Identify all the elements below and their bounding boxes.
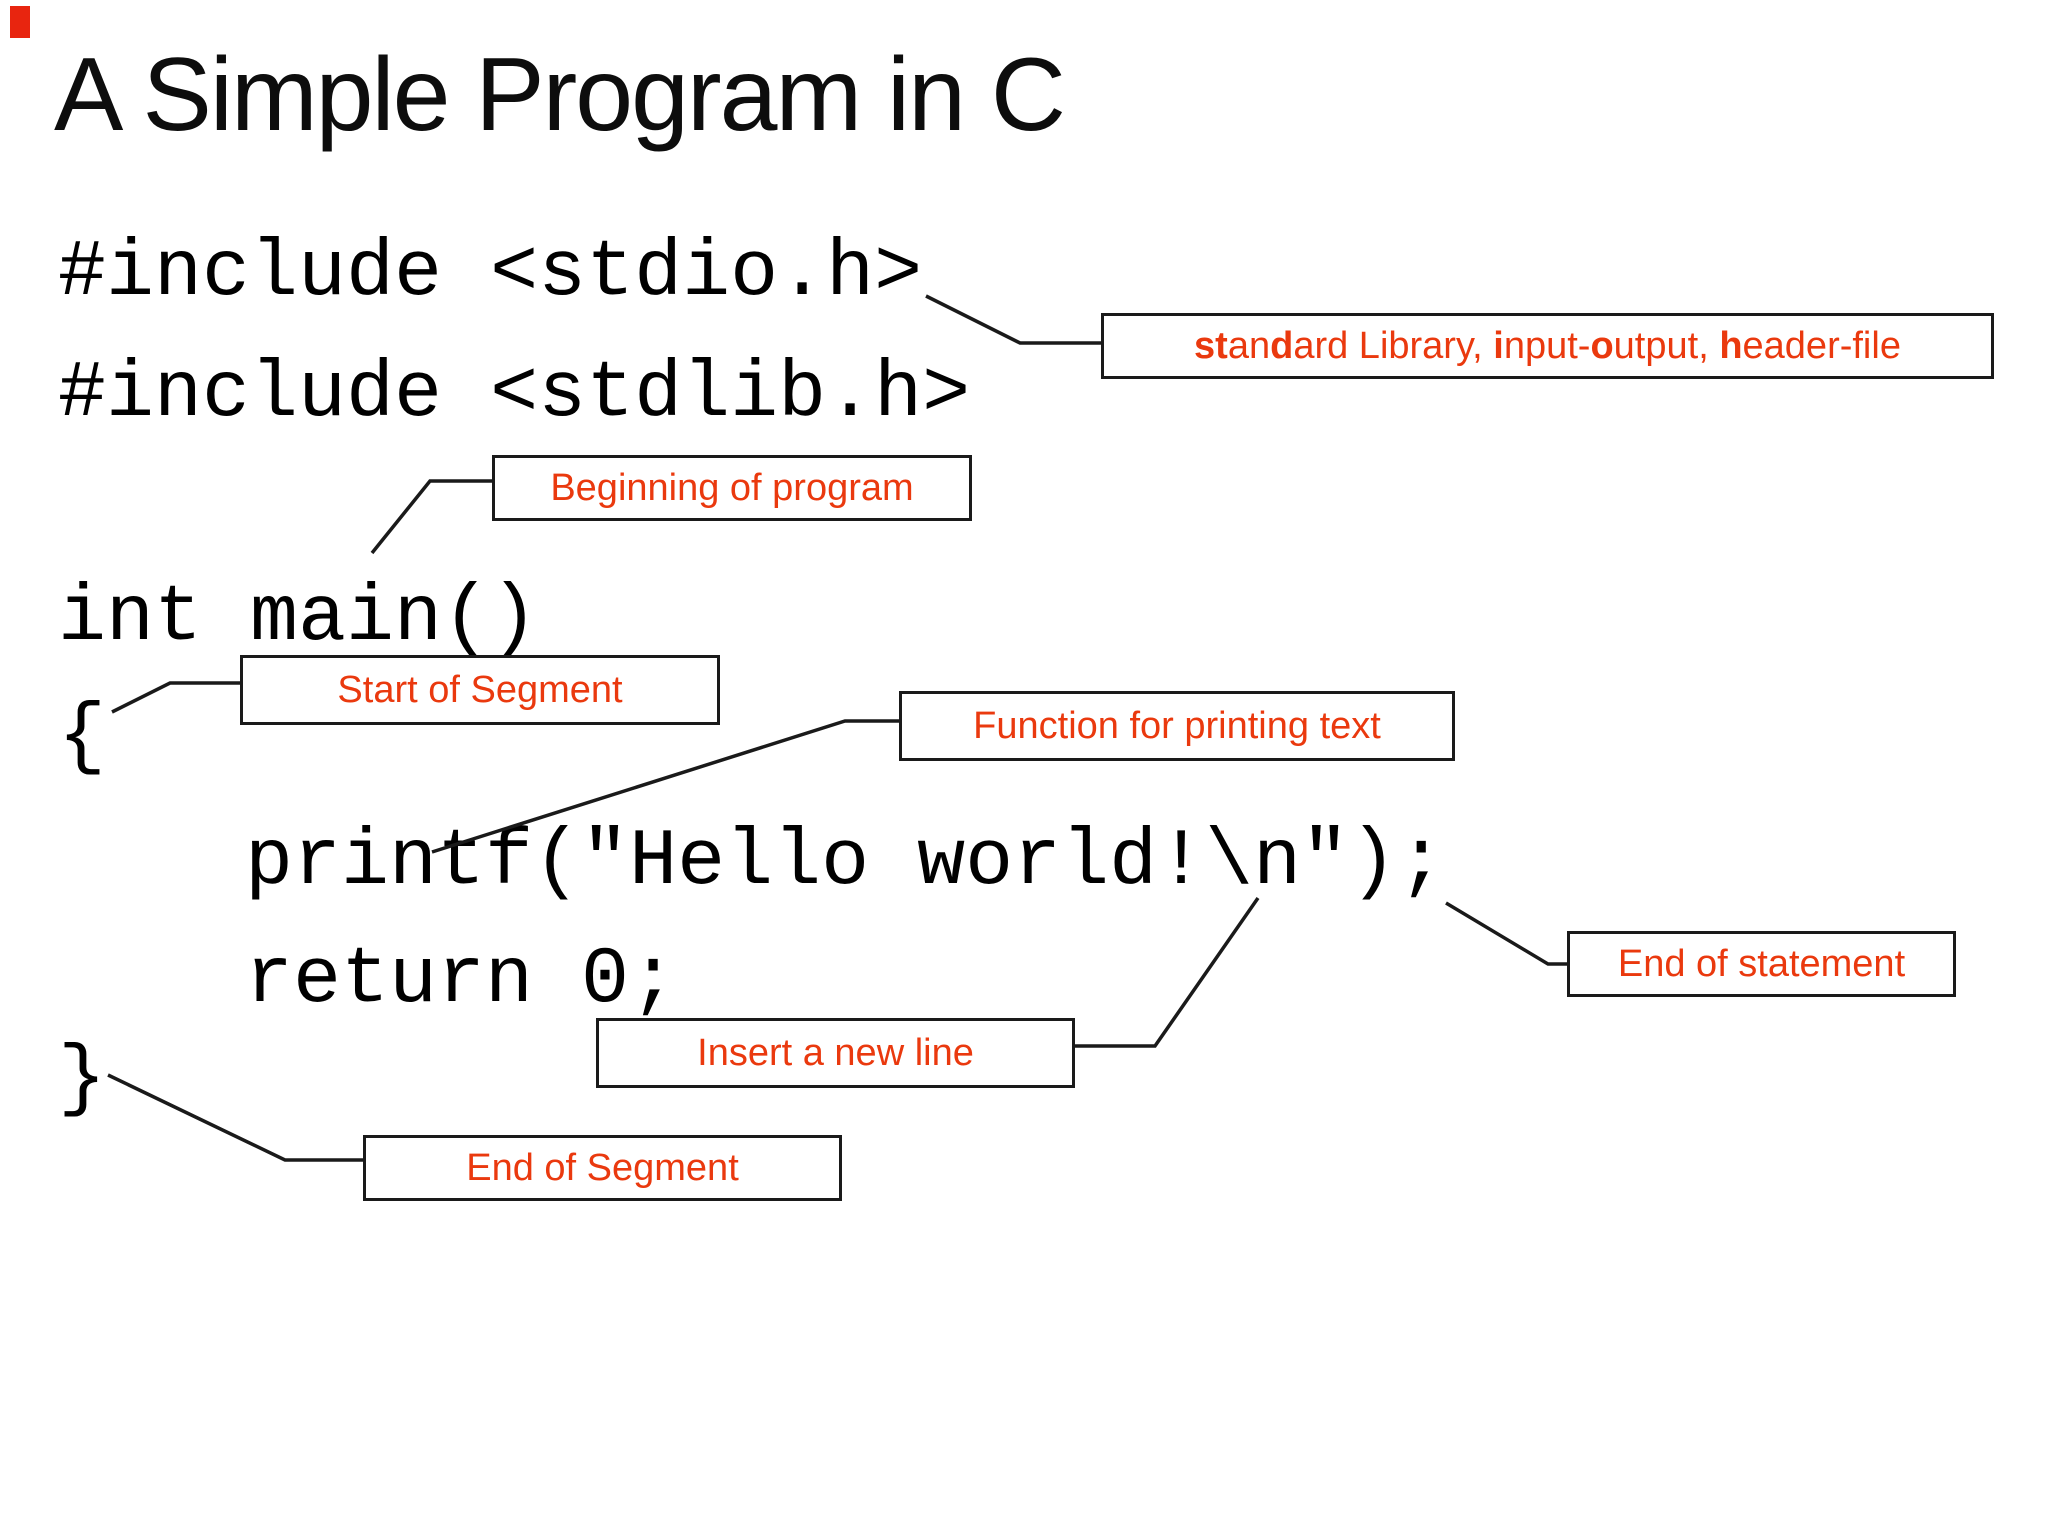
callout-beginning-of-program: Beginning of program — [492, 455, 972, 521]
code-line-return: return 0; — [245, 935, 678, 1026]
code-line-close-brace: } — [58, 1034, 107, 1125]
connector-closebrace-to-callout — [107, 1073, 363, 1162]
callout-text: End of statement — [1617, 942, 1906, 985]
callout-text: standard Library, input-output, header-f… — [1194, 324, 1901, 367]
callout-text: Function for printing text — [973, 704, 1381, 747]
callout-function-for-printing-text: Function for printing text — [899, 691, 1455, 761]
callout-end-of-segment: End of Segment — [363, 1135, 842, 1201]
slide-title: A Simple Program in C — [54, 37, 1066, 153]
connector-semicolon-to-callout — [1445, 901, 1567, 966]
code-line-open-brace: { — [58, 692, 107, 783]
red-corner-mark — [10, 6, 30, 38]
code-line-printf: printf("Hello world!\n"); — [245, 817, 1446, 908]
code-line-include-stdlib: #include <stdlib.h> — [58, 349, 971, 440]
callout-insert-a-new-line: Insert a new line — [596, 1018, 1075, 1088]
connector-beginning-to-main — [370, 479, 492, 555]
callout-text: Beginning of program — [550, 466, 914, 509]
callout-text: Start of Segment — [337, 668, 623, 711]
connector-openbrace-to-callout — [111, 681, 240, 714]
code-line-int-main: int main() — [58, 573, 539, 664]
callout-stdio-explanation: standard Library, input-output, header-f… — [1101, 313, 1994, 379]
callout-end-of-statement: End of statement — [1567, 931, 1956, 997]
callout-start-of-segment: Start of Segment — [240, 655, 720, 725]
callout-text: End of Segment — [466, 1146, 739, 1189]
connector-newline-to-callout — [1075, 897, 1260, 1048]
connector-printf-to-callout — [431, 719, 899, 854]
code-line-include-stdio: #include <stdio.h> — [58, 228, 923, 319]
callout-text: Insert a new line — [697, 1031, 974, 1074]
connector-stdio-to-callout — [925, 294, 1101, 345]
